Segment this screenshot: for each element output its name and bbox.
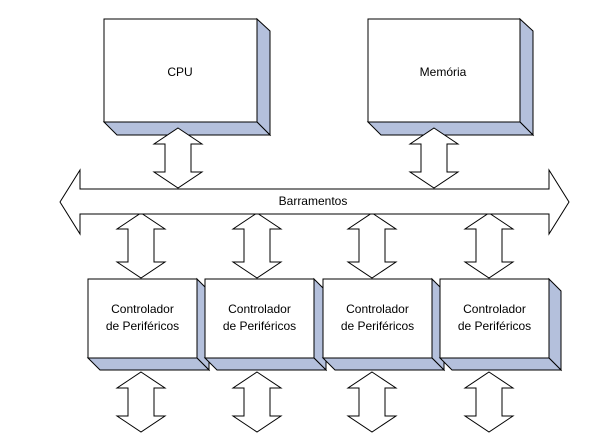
controller-box-3d-bottom (86, 357, 211, 371)
peripheral-controller-box: Controlador de Periféricos (86, 277, 211, 372)
controller-label-line1: Controlador (346, 302, 409, 316)
arrows-group (115, 127, 515, 433)
cpu-box-3d-right (256, 17, 271, 137)
controller-label-line2: de Periféricos (106, 319, 179, 333)
controller-box-face (204, 278, 315, 359)
controller-output-arrow (463, 371, 515, 433)
bus-arrow: Barramentos (59, 168, 570, 236)
memory-box: Memória (366, 17, 535, 137)
memory-box-3d-bottom (366, 121, 535, 136)
bus-label: Barramentos (279, 194, 348, 208)
controller-output-arrow (346, 371, 398, 433)
controller-box-face (439, 278, 550, 359)
controller-bus-arrow (463, 212, 515, 279)
controller-output-arrow (115, 371, 167, 433)
controller-bus-arrow (346, 212, 398, 279)
memory-box-3d-right (519, 17, 534, 137)
memory-label: Memória (420, 65, 467, 79)
cpu-box-face (103, 18, 258, 123)
peripheral-controller-box: Controlador de Periféricos (203, 277, 328, 372)
controller-box-face (322, 278, 433, 359)
cpu-box-3d-bottom (102, 121, 272, 136)
controller-box-face (87, 278, 198, 359)
controller-box-3d-bottom (321, 357, 446, 371)
cpu-bus-arrow (152, 127, 204, 189)
controller-label-line2: de Periféricos (223, 319, 296, 333)
controller-bus-arrow (231, 212, 283, 279)
memory-bus-arrow (408, 127, 460, 189)
controller-bus-arrow (115, 212, 167, 279)
controller-box-3d-right (548, 277, 562, 372)
cpu-box: CPU (102, 17, 272, 137)
controller-output-arrow (231, 371, 283, 433)
cpu-label: CPU (167, 65, 192, 79)
peripheral-controller-box: Controlador de Periféricos (321, 277, 446, 372)
bus-arrow-shape (59, 168, 570, 236)
peripheral-controller-box: Controlador de Periféricos (438, 277, 563, 372)
controller-label-line2: de Periféricos (458, 319, 531, 333)
controller-label-line2: de Periféricos (341, 319, 414, 333)
controller-label-line1: Controlador (228, 302, 291, 316)
controller-box-3d-bottom (203, 357, 328, 371)
controller-box-3d-bottom (438, 357, 563, 371)
controller-label-line1: Controlador (111, 302, 174, 316)
controller-label-line1: Controlador (463, 302, 526, 316)
memory-box-face (367, 18, 521, 123)
controllers-group: Controlador de Periféricos Controlador de P… (86, 277, 563, 372)
